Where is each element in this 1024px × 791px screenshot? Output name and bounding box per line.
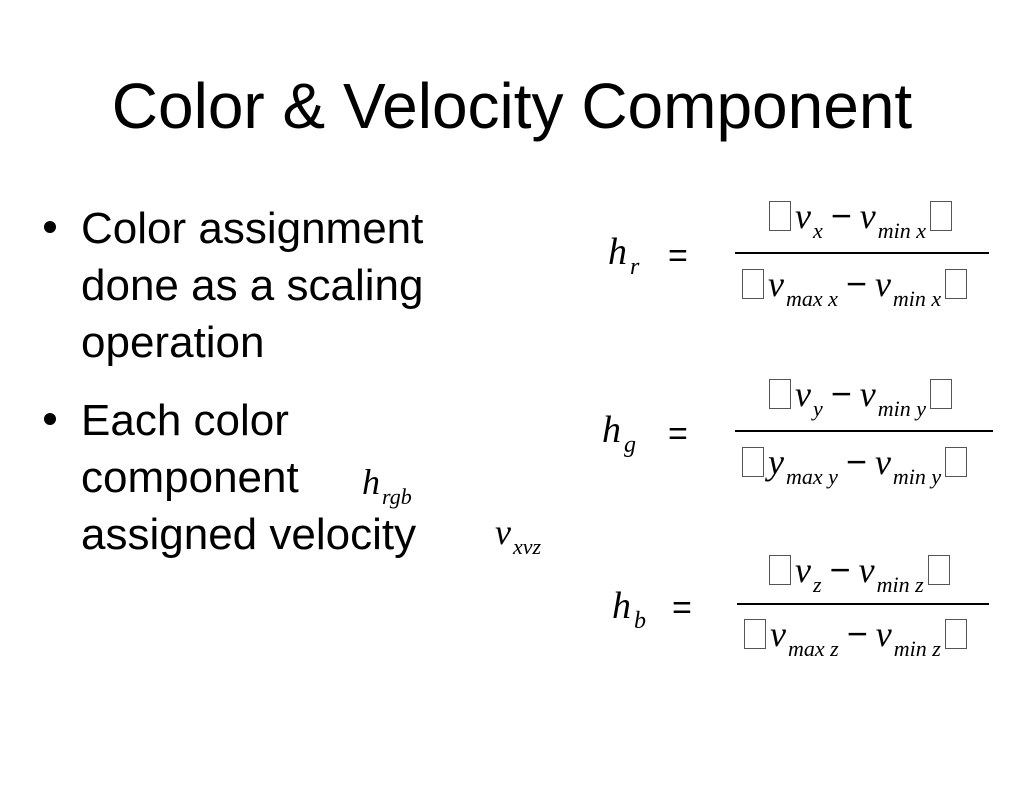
bracket-placeholder-icon [945,268,968,299]
symbol-subscript: rgb [382,484,412,509]
lhs-subscript: r [630,254,640,280]
bullet-line: operation [81,318,265,367]
bullet-item: Each color component assigned velocity [44,392,564,563]
bullet-line: done as a scaling [81,261,424,310]
term-subscript: min y [877,396,927,421]
equals-sign: = [668,237,688,275]
equals-sign: = [672,589,692,627]
fraction-bar [737,603,989,605]
bracket-placeholder-icon [742,268,764,299]
fraction-bar [735,430,993,432]
numerator: vz−vmin z [765,549,954,597]
bullet-line: assigned velocity [81,510,417,559]
bracket-placeholder-icon [769,378,791,409]
numerator: vy−vmin y [765,373,956,421]
term: v [770,614,786,654]
term: v [768,264,784,304]
bullet-line: Each color [81,396,289,445]
term-subscript: z [812,572,822,597]
bracket-placeholder-icon [930,200,953,231]
denominator: ymax y−vmin y [738,441,971,489]
symbol-h-rgb: hrgb [362,462,412,509]
equals-sign: = [668,415,688,453]
minus-sign: − [830,195,852,236]
term-subscript: min x [892,286,942,311]
term-subscript: min x [877,218,927,243]
minus-sign: − [830,373,852,414]
lhs-base: h [612,585,631,627]
lhs-subscript: b [634,608,646,634]
denominator: vmax z−vmin z [740,613,971,661]
fraction-bar [735,252,989,254]
term-subscript: max x [785,286,838,311]
bracket-placeholder-icon [744,618,766,649]
term: v [795,196,811,236]
term: v [874,442,891,482]
term-subscript: x [812,218,823,243]
denominator: vmax x−vmin x [738,263,971,311]
minus-sign: − [846,613,868,654]
bullet-line: Color assignment [81,204,424,253]
bracket-placeholder-icon [769,200,791,231]
term-subscript: min z [893,636,941,661]
lhs-base: h [608,231,627,273]
bracket-placeholder-icon [930,378,953,409]
bullet-dot-icon [44,413,56,425]
term: v [858,550,875,590]
bracket-placeholder-icon [769,554,791,585]
bullet-list: Color assignment done as a scaling opera… [44,200,564,563]
symbol-subscript: xvz [512,534,542,559]
term-subscript: min y [892,464,942,489]
term-subscript: y [812,396,823,421]
term: y [768,442,784,482]
term-subscript: min z [876,572,924,597]
numerator: vx−vmin x [765,195,956,243]
bullet-dot-icon [44,221,56,233]
symbol-v-xvz: vxvz [495,512,542,559]
symbol-base: h [362,462,380,502]
term: v [859,196,876,236]
bracket-placeholder-icon [944,618,967,649]
bracket-placeholder-icon [945,446,968,477]
term: v [859,374,876,414]
bracket-placeholder-icon [742,446,764,477]
term: v [795,550,811,590]
lhs-subscript: g [624,432,636,458]
minus-sign: − [845,441,867,482]
minus-sign: − [845,263,867,304]
bracket-placeholder-icon [927,554,950,585]
term: v [795,374,811,414]
slide-title: Color & Velocity Component [111,70,913,142]
minus-sign: − [829,549,851,590]
term: v [875,614,892,654]
lhs-base: h [602,409,621,451]
term: v [874,264,891,304]
term-subscript: max y [785,464,838,489]
term-subscript: max z [787,636,839,661]
bullet-line: component [81,453,299,502]
symbol-base: v [495,512,511,552]
bullet-item: Color assignment done as a scaling opera… [44,200,564,371]
